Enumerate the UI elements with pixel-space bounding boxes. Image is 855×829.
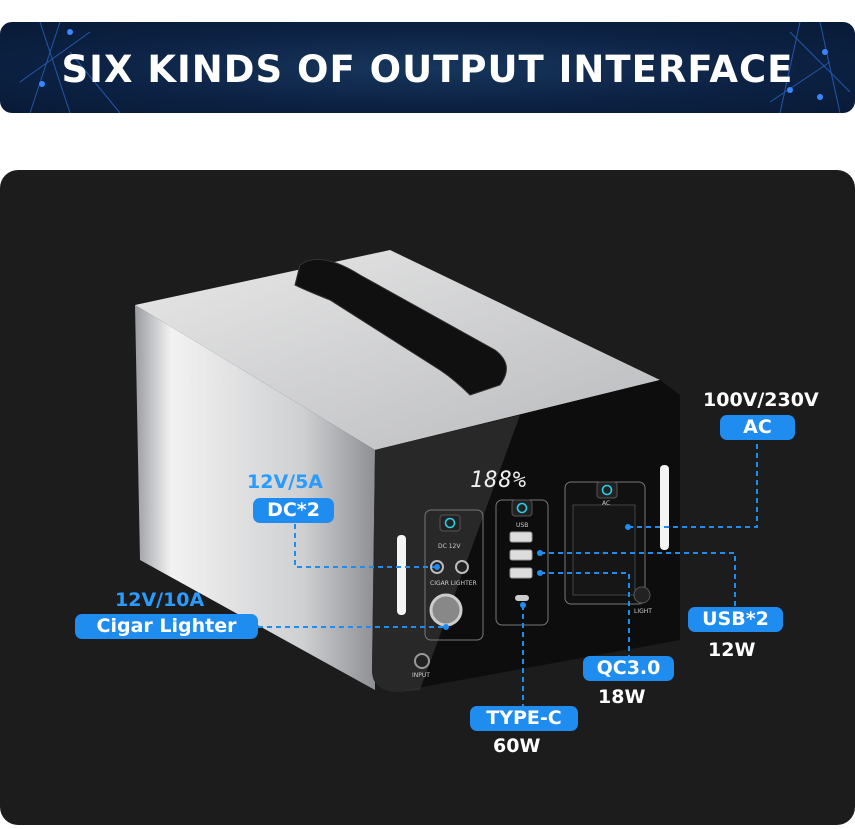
input-port (414, 653, 430, 669)
cigar-spec: 12V/10A (115, 589, 205, 611)
cigar-lighter-port (429, 593, 463, 627)
light-button (633, 586, 651, 604)
dc-section (424, 509, 484, 641)
cigar-panel-label: CIGAR LIGHTER (430, 580, 477, 587)
lcd-percent: 188% (470, 468, 527, 493)
light-bar-left (397, 535, 406, 615)
callout-lines (258, 440, 758, 706)
network-decoration (19, 22, 851, 113)
usb-panel-label: USB (516, 522, 529, 529)
ac-badge: AC (720, 415, 795, 440)
dc-port-2 (455, 560, 469, 574)
dc-badge: DC*2 (253, 498, 334, 523)
dc-spec: 12V/5A (247, 471, 324, 493)
carry-handle (294, 258, 507, 396)
cigar-badge: Cigar Lighter (75, 614, 258, 639)
qc-badge: QC3.0 (583, 656, 674, 681)
type-c-port (515, 595, 529, 601)
usb-ports (509, 531, 533, 579)
banner-title: SIX KINDS OF OUTPUT INTERFACE (61, 48, 794, 91)
ac-spec: 100V/230V (703, 389, 819, 411)
typec-badge: TYPE-C (470, 706, 578, 731)
ac-panel-label: AC (602, 500, 611, 507)
typec-spec: 60W (493, 735, 541, 757)
light-bar-right (660, 465, 669, 550)
dc-panel-label: DC 12V (438, 543, 461, 550)
usb-badge: USB*2 (688, 607, 783, 632)
device-side (135, 305, 375, 690)
power-button-icons (439, 481, 618, 532)
light-panel-label: LIGHT (634, 608, 652, 615)
device-top (135, 250, 660, 450)
input-panel-label: INPUT (412, 672, 430, 679)
qc-spec: 18W (598, 686, 646, 708)
ac-outlet (572, 504, 636, 596)
usb-spec: 12W (708, 639, 756, 661)
title-banner: SIX KINDS OF OUTPUT INTERFACE (0, 22, 855, 113)
